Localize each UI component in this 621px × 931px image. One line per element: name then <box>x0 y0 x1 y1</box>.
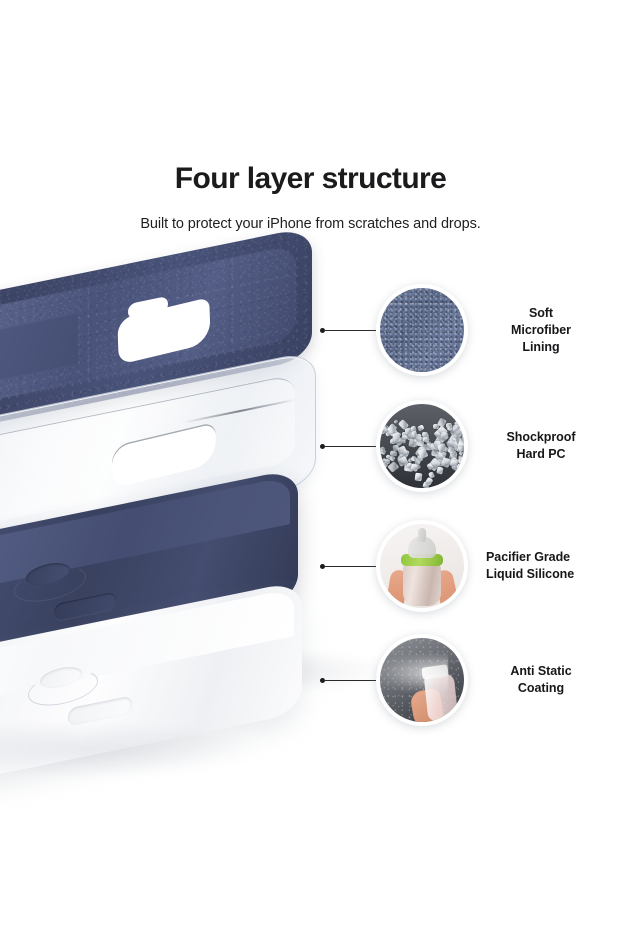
bottle-tip <box>418 528 426 542</box>
leader-dot-icon <box>320 563 325 569</box>
callout-label-shockproof-hard-pc: Shockproof Hard PC <box>468 429 620 463</box>
microfiber-texture-thumbnail[interactable] <box>376 284 468 376</box>
drop-shadow <box>0 720 262 778</box>
label-line: Shockproof <box>506 430 576 444</box>
callout-soft-microfiber-lining[interactable]: Soft Microfiber Lining <box>320 282 620 378</box>
leader-line <box>320 561 376 571</box>
exploded-case-illustration <box>0 226 621 800</box>
header: Four layer structure Built to protect yo… <box>0 160 621 234</box>
callout-pacifier-grade-liquid-silicone[interactable]: Pacifier Grade Liquid Silicone <box>320 518 620 614</box>
callout-anti-static-coating[interactable]: Anti Static Coating <box>320 632 620 728</box>
leader-line <box>320 441 376 451</box>
leader-dot-icon <box>320 327 325 333</box>
page-subtitle: Built to protect your iPhone from scratc… <box>140 216 481 232</box>
callout-shockproof-hard-pc[interactable]: Shockproof Hard PC <box>320 398 620 494</box>
label-line: Pacifier Grade <box>486 550 571 564</box>
leader-line <box>320 675 376 685</box>
label-line: Coating <box>517 681 565 695</box>
page-title: Four layer structure <box>174 162 447 195</box>
label-line: Lining <box>522 339 560 354</box>
label-line: Hard PC <box>516 447 566 461</box>
callout-label-pacifier-grade-liquid-silicone: Pacifier Grade Liquid Silicone <box>468 549 620 583</box>
spray-bottle-body <box>423 672 459 722</box>
bottle-nipple <box>408 536 436 558</box>
leader-dot-icon <box>320 677 325 683</box>
baby-bottle-thumbnail[interactable] <box>376 520 468 612</box>
label-line: Liquid Silicone <box>486 567 575 581</box>
label-line: Anti Static <box>510 664 572 678</box>
label-line: Soft <box>528 305 554 320</box>
leader-line <box>320 325 376 335</box>
pc-pellets-thumbnail[interactable] <box>376 400 468 492</box>
leader-dot-icon <box>320 443 325 449</box>
callout-label-soft-microfiber-lining: Soft Microfiber Lining <box>468 305 620 356</box>
spray-bottle-thumbnail[interactable] <box>376 634 468 726</box>
bottle-body <box>403 560 441 606</box>
label-line: Microfiber <box>511 322 571 337</box>
callout-label-anti-static-coating: Anti Static Coating <box>468 663 620 697</box>
